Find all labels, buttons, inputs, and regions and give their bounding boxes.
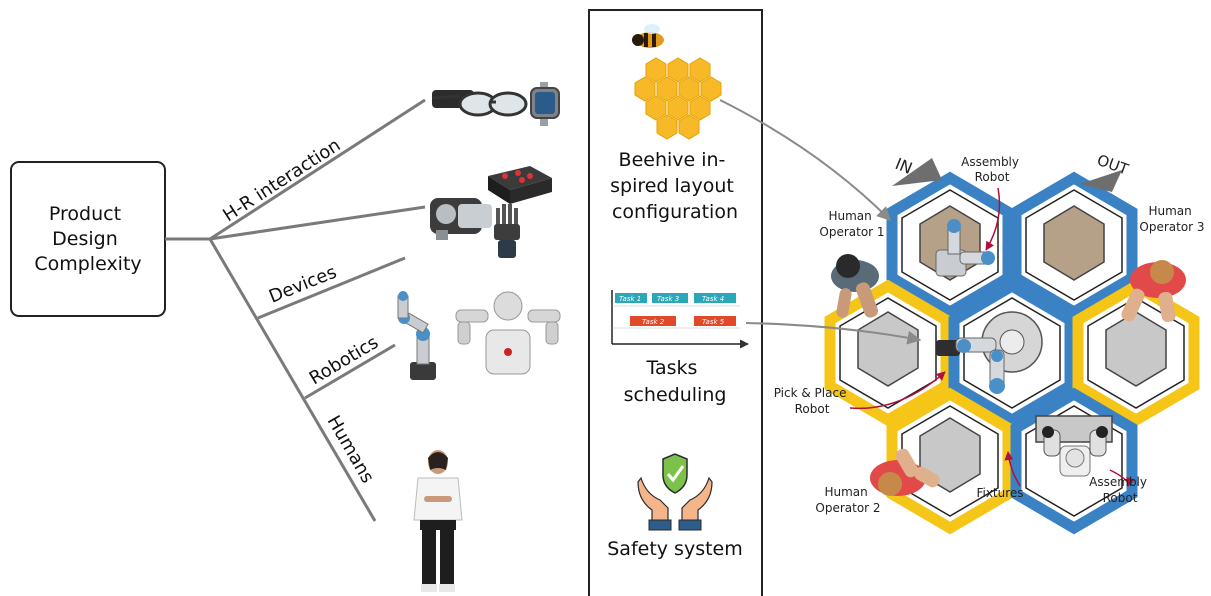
gantt-task-1 [615, 293, 647, 303]
beehive-label: Beehive in- spired layout configuration [610, 149, 740, 223]
svg-text:Task 4: Task 4 [702, 295, 724, 303]
svg-text:Task 5: Task 5 [702, 318, 725, 326]
label-human-operator-1: Human Operator 1 [819, 209, 884, 239]
safety-shield-hands-icon [637, 453, 713, 531]
beehive-connector-arrow [719, 99, 891, 221]
human-worker-figure [413, 450, 463, 592]
label-fixtures: Fixtures [976, 486, 1023, 500]
gripper-device-icon [430, 198, 492, 240]
human-operator-3-figure [1121, 260, 1186, 323]
bee-icon [632, 24, 664, 48]
force-sensor-box-icon [488, 166, 552, 204]
gantt-task-5 [694, 316, 736, 326]
hex-cell-operator-1 [824, 279, 952, 427]
label-pick-place-robot: Pick & Place Robot [774, 386, 851, 416]
gantt-task-3 [652, 293, 688, 303]
task-gantt-icon: Task 1 Task 3 Task 4 Task 2 Task 5 [611, 290, 749, 349]
hex-cell-center [948, 279, 1076, 427]
branch-label-hr: H-R interaction [219, 135, 344, 226]
hex-cell-layout: IN OUT [774, 151, 1205, 535]
label-assembly-robot-top: Assembly Robot [961, 155, 1023, 184]
hex-cell-operator-2 [886, 387, 1014, 535]
robotic-hand-icon [494, 204, 520, 258]
pick-place-robot [936, 337, 1005, 394]
tasks-label: Tasks scheduling [624, 357, 727, 406]
branch-label-humans: Humans [323, 412, 378, 487]
svg-text:Task 1: Task 1 [619, 295, 641, 303]
svg-text:Task 2: Task 2 [642, 318, 665, 326]
svg-text:Task 3: Task 3 [657, 295, 679, 303]
human-operator-1-figure [831, 254, 879, 318]
dual-arm-robot-icon [455, 291, 561, 375]
in-arrow-icon [892, 158, 942, 186]
label-assembly-robot-bottom: Assembly Robot [1089, 475, 1151, 505]
smart-glasses-icon [431, 90, 528, 117]
human-operator-2-figure [870, 448, 940, 496]
assembly-robot-top [935, 219, 995, 277]
label-human-operator-2: Human Operator 2 [815, 485, 880, 515]
label-human-operator-3: Human Operator 3 [1139, 204, 1204, 234]
root-label: Product Design Complexity [34, 203, 141, 275]
product-design-tree: Product Design Complexity H-R interactio… [10, 82, 561, 592]
smartwatch-icon [530, 82, 560, 126]
out-arrow-icon [1080, 170, 1122, 192]
tasks-connector-arrow [745, 322, 922, 345]
in-label: IN [893, 154, 916, 178]
safety-label: Safety system [607, 538, 743, 560]
assembly-robot-bottom [1042, 426, 1108, 477]
hex-cell-out [1010, 171, 1138, 319]
honeycomb-bee-icon [632, 24, 722, 140]
gantt-task-4 [694, 293, 736, 303]
cobot-arm-icon [397, 291, 436, 380]
branch-lines [165, 98, 426, 522]
gantt-task-2 [630, 316, 676, 326]
